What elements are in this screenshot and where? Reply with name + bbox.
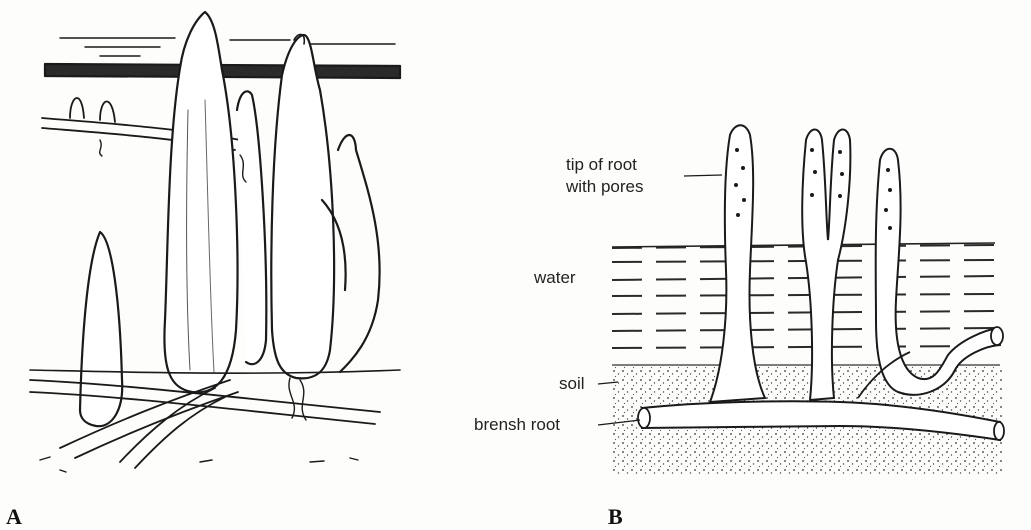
panel-a-drawing [30,12,400,472]
label-tip-of-root: tip of root with pores [566,154,643,198]
pneumatophore-2 [802,130,850,401]
pneumatophore-3 [876,149,1000,395]
water-lines [612,245,995,348]
knee-small-1 [70,98,84,118]
panel-letter-a: A [6,504,22,530]
water-surface-lines [60,38,395,56]
pneumatophore-1 [710,125,765,402]
label-soil: soil [559,374,585,394]
knee-small-2 [100,101,115,122]
panel-letter-b: B [608,504,623,530]
aerial-root-2 [237,91,266,364]
ground-specks [40,457,358,472]
panel-b-drawing [598,125,1004,475]
aerial-root-3 [271,35,334,378]
label-water: water [534,268,576,288]
label-branch-root: brensh root [474,415,560,435]
